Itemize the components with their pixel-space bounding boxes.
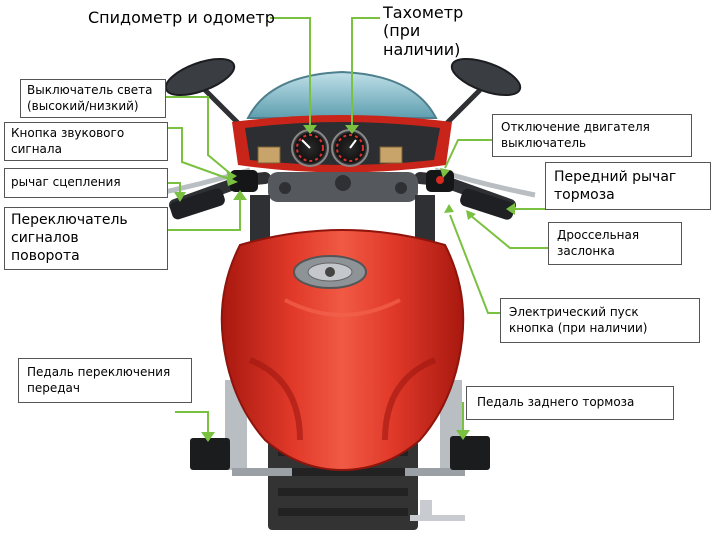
leader-lines	[166, 17, 548, 432]
handlebars	[149, 167, 536, 220]
left-mirror	[164, 57, 247, 132]
gear-pedal-block	[190, 438, 230, 470]
starter-label: Электрический пуск кнопка (при наличии)	[500, 298, 700, 344]
fuel-tank	[220, 229, 465, 472]
rear-brake-label: Педаль заднего тормоза	[466, 386, 674, 420]
front-brake-label: Передний рычаг тормоза	[545, 162, 711, 211]
fork-caps	[257, 146, 403, 164]
tachometer-label: Тахометр (при наличии)	[383, 3, 464, 59]
engine-cutoff-label: Отключение двигателя выключатель	[492, 114, 692, 158]
horn-button-label: Кнопка звукового сигнала	[4, 122, 168, 162]
leader-arrowheads	[174, 125, 515, 442]
rear-brake-block	[450, 436, 490, 470]
windscreen	[246, 70, 438, 119]
gear-pedal-label: Педаль переключения передач	[18, 358, 192, 404]
speedometer-label: Спидометр и одометр	[88, 8, 275, 27]
speedometer-gauge	[291, 129, 329, 167]
throttle-label: Дроссельная заслонка	[548, 222, 682, 266]
clutch-lever-label: рычаг сцепления	[4, 168, 168, 198]
turn-signal-label: Переключатель сигналов поворота	[4, 207, 168, 270]
fuel-cap	[293, 255, 367, 289]
light-switch-label: Выключатель света (высокий/низкий)	[20, 79, 166, 119]
tachometer-gauge	[331, 129, 369, 167]
